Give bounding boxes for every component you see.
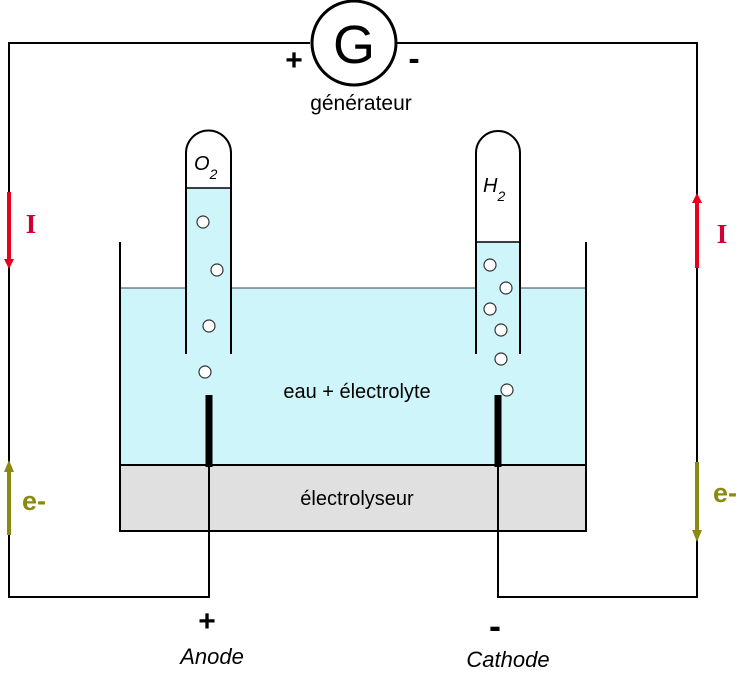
circuit-wire-right bbox=[397, 42, 698, 598]
anode-label: Anode bbox=[178, 644, 244, 669]
electron-arrow-left-head bbox=[4, 460, 14, 472]
electron-arrow-right-head bbox=[692, 530, 702, 542]
anode-sign: + bbox=[198, 605, 216, 638]
generator-minus-sign: - bbox=[408, 40, 419, 78]
electrolyser-base bbox=[119, 464, 587, 532]
generator-symbol: G bbox=[333, 15, 375, 75]
anode-electrode bbox=[205, 395, 213, 467]
electron-label-left: e- bbox=[22, 486, 46, 516]
oxygen-symbol: O bbox=[194, 153, 210, 175]
cathode-sign: - bbox=[489, 605, 501, 646]
solution-label: eau + électrolyte bbox=[283, 381, 430, 403]
oxygen-bubbles bbox=[196, 215, 224, 379]
generator-circle bbox=[310, 0, 398, 87]
circuit-wire-left bbox=[8, 42, 310, 598]
hydrogen-label: H2 bbox=[483, 175, 505, 204]
hydrogen-tube bbox=[475, 130, 521, 354]
current-label-right: I bbox=[717, 219, 728, 249]
generator-label: générateur bbox=[310, 92, 412, 115]
generator-plus-sign: + bbox=[285, 44, 303, 77]
cathode-label: Cathode bbox=[466, 647, 549, 672]
hydrogen-symbol: H bbox=[483, 175, 498, 197]
base-label: électrolyseur bbox=[300, 488, 414, 510]
hydrogen-subscript: 2 bbox=[496, 188, 505, 204]
oxygen-label: O2 bbox=[194, 153, 218, 182]
oxygen-subscript: 2 bbox=[209, 166, 218, 182]
electron-label-right: e- bbox=[713, 478, 737, 508]
cathode-electrode bbox=[494, 395, 502, 467]
hydrogen-bubbles bbox=[483, 258, 514, 397]
current-label-left: I bbox=[26, 209, 37, 239]
